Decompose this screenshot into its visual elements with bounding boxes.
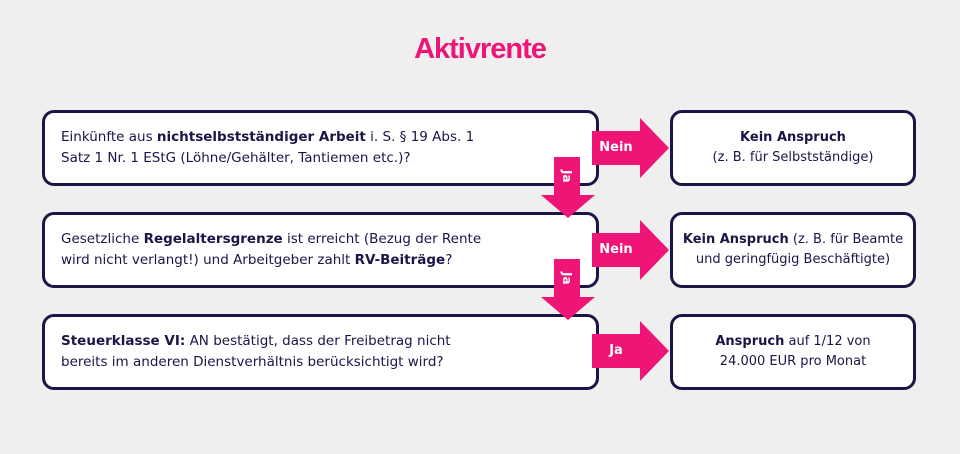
text: (z. B. für Selbstständige): [712, 150, 874, 165]
question-box-1: Einkünfte aus nichtselbstständiger Arbei…: [42, 110, 599, 186]
question-box-3: Steuerklasse VI: AN bestätigt, dass der …: [42, 314, 599, 390]
result-box-1: Kein Anspruch (z. B. für Selbstständige): [670, 110, 916, 186]
arrow-label: Ja: [560, 271, 574, 285]
bold-text: RV-Beiträge: [354, 252, 446, 268]
bold-text: Steuerklasse VI:: [61, 333, 186, 349]
arrow-label: Ja: [609, 343, 623, 358]
arrow-right-no-2: Nein: [592, 220, 670, 280]
arrow-down-yes-1: Ja: [541, 157, 595, 219]
text: 24.000 EUR pro Monat: [719, 354, 867, 369]
bold-text: Regelaltersgrenze: [143, 231, 283, 247]
bold-text: nichtselbstständiger Arbeit: [156, 129, 366, 145]
arrow-label: Ja: [560, 169, 574, 183]
question-box-2: Gesetzliche Regelaltersgrenze ist erreic…: [42, 212, 599, 288]
text: und geringfügig Beschäftigte): [695, 252, 891, 267]
arrow-down-yes-2: Ja: [541, 259, 595, 321]
text: i. S. § 19 Abs. 1 Satz 1 Nr. 1 EStG (Löh…: [61, 129, 475, 166]
bold-text: Anspruch: [715, 334, 785, 349]
arrow-label: Nein: [599, 242, 633, 257]
result-box-2: Kein Anspruch (z. B. für Beamte und gerin…: [670, 212, 916, 288]
arrow-right-no-1: Nein: [592, 118, 670, 178]
text: ist erreicht (Bezug der Rente wird nicht…: [61, 231, 482, 268]
bold-text: Kein Anspruch: [740, 130, 846, 145]
bold-text: Kein Anspruch: [682, 232, 789, 247]
arrow-right-yes: Ja: [592, 321, 670, 381]
text: AN bestätigt, dass der Freibetrag nicht …: [61, 333, 451, 370]
text: Einkünfte aus: [61, 129, 157, 145]
text: auf 1/12 von: [784, 334, 871, 349]
text: (z. B. für Beamte: [788, 232, 904, 247]
arrow-label: Nein: [599, 140, 633, 155]
result-box-3: Anspruch auf 1/12 von 24.000 EUR pro Mona…: [670, 314, 916, 390]
page-title: Aktivrente: [414, 33, 547, 65]
text: Gesetzliche: [61, 231, 144, 247]
text: ?: [445, 252, 453, 268]
